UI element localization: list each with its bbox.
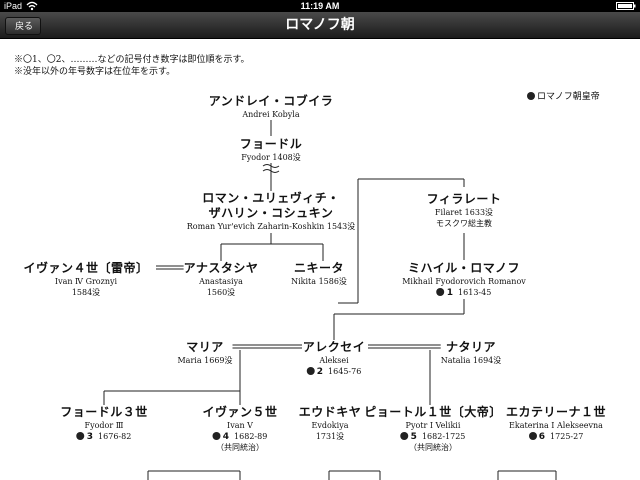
person-natalia[interactable]: ナタリア Natalia 1694没	[440, 340, 502, 366]
person-title: モスクワ総主教	[435, 219, 492, 228]
person-ivan-5[interactable]: イヴァン５世 Ivan Ⅴ 4 1682-89 （共同統治）	[202, 405, 278, 453]
emperor-dot-icon	[527, 92, 535, 100]
person-name-en: Andrei Kobyla	[242, 110, 300, 119]
reign-years: 1645-76	[328, 367, 362, 376]
wifi-icon	[26, 1, 38, 11]
person-name-en: Maria 1669没	[177, 356, 233, 365]
back-button[interactable]: 戻る	[5, 17, 42, 35]
person-ekaterina-1[interactable]: エカテリーナ１世 Ekaterina Ⅰ Alekseevna 6 1725-2…	[505, 405, 607, 443]
person-anastasiya[interactable]: アナスタシヤ Anastasiya 1560没	[183, 261, 259, 298]
person-name-jp: ミハイル・ロマノフ	[408, 261, 520, 275]
person-name-en: Natalia 1694没	[440, 356, 502, 365]
person-name-en: Ivan Ⅳ Groznyi	[54, 277, 118, 286]
person-andrei-kobyla[interactable]: アンドレイ・コブイラ Andrei Kobyla	[208, 94, 334, 120]
person-name-en: Aleksei	[319, 356, 349, 365]
emperor-dot-icon	[76, 432, 85, 440]
person-name-en: Mikhail Fyodorovich Romanov	[402, 277, 526, 286]
battery-icon	[616, 2, 636, 10]
person-nikita[interactable]: ニキータ Nikita 1586没	[291, 261, 347, 287]
person-fyodor-3[interactable]: フョードル３世 Fyodor Ⅲ 3 1676-82	[60, 405, 148, 443]
emperor-dot-icon	[436, 288, 445, 296]
accession-number: 1	[446, 288, 453, 298]
carrier-label: iPad	[4, 1, 23, 11]
person-name-jp: イヴァン４世〔雷帝〕	[23, 261, 149, 275]
co-rule-note: （共同統治）	[408, 443, 457, 452]
accession-number: 2	[316, 367, 323, 377]
person-name-jp: ナタリア	[445, 340, 497, 354]
person-name-jp: アンドレイ・コブイラ	[208, 94, 334, 108]
person-maria[interactable]: マリア Maria 1669没	[177, 340, 233, 366]
accession-number: 4	[222, 432, 229, 442]
family-tree-content[interactable]: ※〇1、〇2、………などの記号付き数字は即位順を示す。 ※没年以外の年号数字は在…	[0, 39, 640, 480]
person-name-jp: ピョートル１世〔大帝〕	[364, 405, 502, 419]
person-name-en: Ivan Ⅴ	[227, 421, 253, 430]
person-name-en: Filaret 1633没	[434, 208, 494, 217]
emperor-dot-icon	[212, 432, 221, 440]
person-filaret[interactable]: フィラレート Filaret 1633没 モスクワ総主教	[426, 192, 502, 229]
note-reign-years: ※没年以外の年号数字は在位年を示す。	[14, 67, 176, 77]
reign-years: 1725-27	[550, 432, 584, 441]
emperor-dot-icon	[528, 432, 537, 440]
reign-years: 1613-45	[458, 288, 492, 297]
person-name-jp: フョードル３世	[60, 405, 148, 419]
reign-info: 4 1682-89	[202, 431, 277, 443]
person-name-en: Fyodor Ⅲ	[84, 421, 124, 430]
person-name-en: Anastasiya	[199, 277, 243, 286]
status-bar: iPad 11:19 AM	[0, 0, 640, 12]
person-name-jp: アナスタシヤ	[183, 261, 259, 275]
person-name-en: Roman Yur'evich Zaharin-Koshkin 1543没	[186, 222, 356, 231]
legend-label: ロマノフ朝皇帝	[537, 92, 600, 102]
reign-info: 3 1676-82	[60, 431, 148, 443]
person-name-en: Ekaterina Ⅰ Alekseevna	[509, 421, 603, 430]
person-name-jp: フョードル	[239, 137, 303, 151]
emperor-dot-icon	[306, 367, 315, 375]
reign-years: 1682-1725	[421, 432, 466, 441]
page-title: ロマノフ朝	[285, 17, 355, 33]
reign-info: 2 1645-76	[303, 366, 366, 378]
reign-years: 1682-89	[234, 432, 268, 441]
person-name-en: Pyotr Ⅰ Velikii	[405, 421, 461, 430]
person-name-jp: イヴァン５世	[202, 405, 278, 419]
person-name-jp: ニキータ	[293, 261, 345, 275]
person-name-jp: アレクセイ	[302, 340, 366, 354]
person-pyotr-1[interactable]: ピョートル１世〔大帝〕 Pyotr Ⅰ Velikii 5 1682-1725 …	[364, 405, 502, 453]
reign-info: 1 1613-45	[402, 287, 526, 299]
person-death: 1584没	[71, 288, 101, 297]
person-aleksei[interactable]: アレクセイ Aleksei 2 1645-76	[302, 340, 366, 378]
person-name-en: Nikita 1586没	[291, 277, 347, 286]
reign-years: 1676-82	[98, 432, 132, 441]
person-fyodor[interactable]: フョードル Fyodor 1408没	[239, 137, 303, 163]
person-evdokiya[interactable]: エウドキヤ Evdokiya 1731没	[298, 405, 362, 442]
person-death: 1560没	[206, 288, 236, 297]
co-rule-note: （共同統治）	[215, 443, 264, 452]
person-name-jp-line2: ザハリン・コシュキン	[208, 206, 334, 220]
person-death: 1731没	[315, 432, 345, 441]
emperor-dot-icon	[400, 432, 409, 440]
person-name-jp: マリア	[186, 340, 224, 354]
person-name-jp: エウドキヤ	[298, 405, 362, 419]
accession-number: 6	[538, 432, 545, 442]
person-mikhail-romanov[interactable]: ミハイル・ロマノフ Mikhail Fyodorovich Romanov 1 …	[402, 261, 526, 299]
person-name-jp: フィラレート	[426, 192, 502, 206]
person-name-jp-line1: ロマン・ユリェヴィチ・	[202, 191, 340, 205]
navigation-bar: 戻る ロマノフ朝	[0, 12, 640, 39]
person-name-en: Fyodor 1408没	[241, 153, 301, 162]
legend: ロマノフ朝皇帝	[527, 89, 600, 102]
status-time: 11:19 AM	[300, 1, 340, 11]
note-accession-order: ※〇1、〇2、………などの記号付き数字は即位順を示す。	[14, 55, 250, 65]
person-name-jp: エカテリーナ１世	[505, 405, 607, 419]
accession-number: 3	[86, 432, 93, 442]
person-roman-zaharin[interactable]: ロマン・ユリェヴィチ・ ザハリン・コシュキン Roman Yur'evich Z…	[186, 191, 356, 232]
person-ivan-4[interactable]: イヴァン４世〔雷帝〕 Ivan Ⅳ Groznyi 1584没	[23, 261, 149, 298]
reign-info: 6 1725-27	[506, 431, 606, 443]
person-name-en: Evdokiya	[311, 421, 349, 430]
reign-info: 5 1682-1725	[364, 431, 502, 443]
accession-number: 5	[410, 432, 417, 442]
